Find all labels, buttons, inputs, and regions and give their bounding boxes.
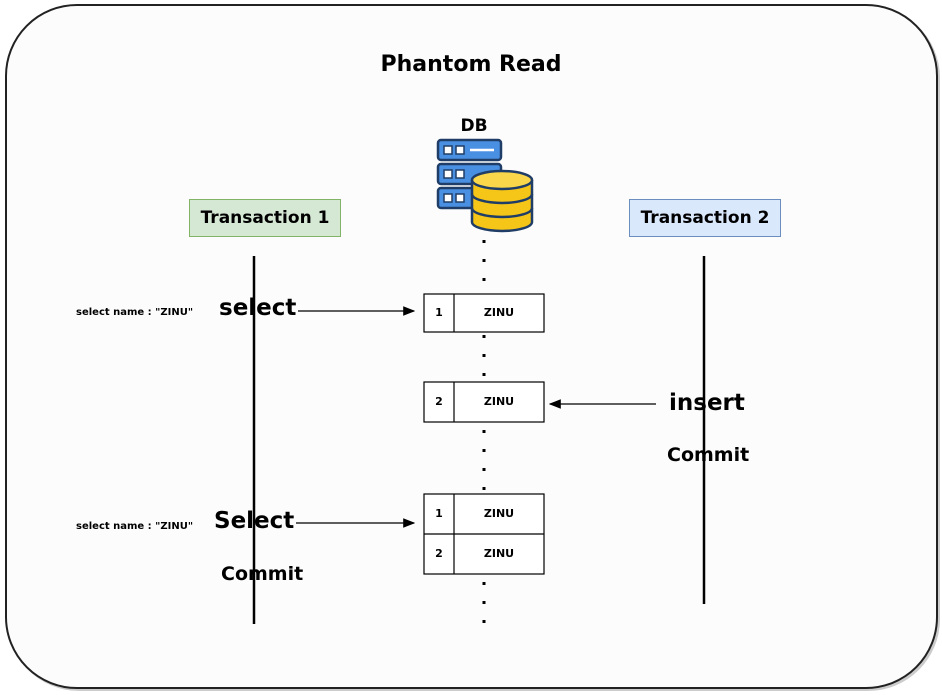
table-cell-id: 1 [435,507,443,520]
table-cell-id: 2 [435,395,443,408]
table-cell-id: 1 [435,306,443,319]
transaction2-commit: Commit [667,444,750,466]
transaction2-header: Transaction 2 [629,199,781,237]
insert-label: insert [669,390,745,416]
table-cell-name: ZINU [483,395,515,408]
select1-label: select [219,295,297,321]
select1-query: select name : "ZINU" [76,307,194,318]
transaction1-commit: Commit [221,563,304,585]
diagram-frame [5,4,938,689]
table-cell-id: 2 [435,547,443,560]
table-cell-name: ZINU [483,306,515,319]
table-cell-name: ZINU [483,507,515,520]
select2-label: Select [214,508,295,534]
database-icon [470,169,534,233]
table-first-read [423,293,545,333]
table-second-read [423,493,545,575]
diagram-title: Phantom Read [380,52,562,77]
table-inserted [423,381,545,423]
transaction1-header: Transaction 1 [189,199,341,237]
select2-query: select name : "ZINU" [76,521,194,532]
table-cell-name: ZINU [483,547,515,560]
db-label: DB [460,116,488,136]
